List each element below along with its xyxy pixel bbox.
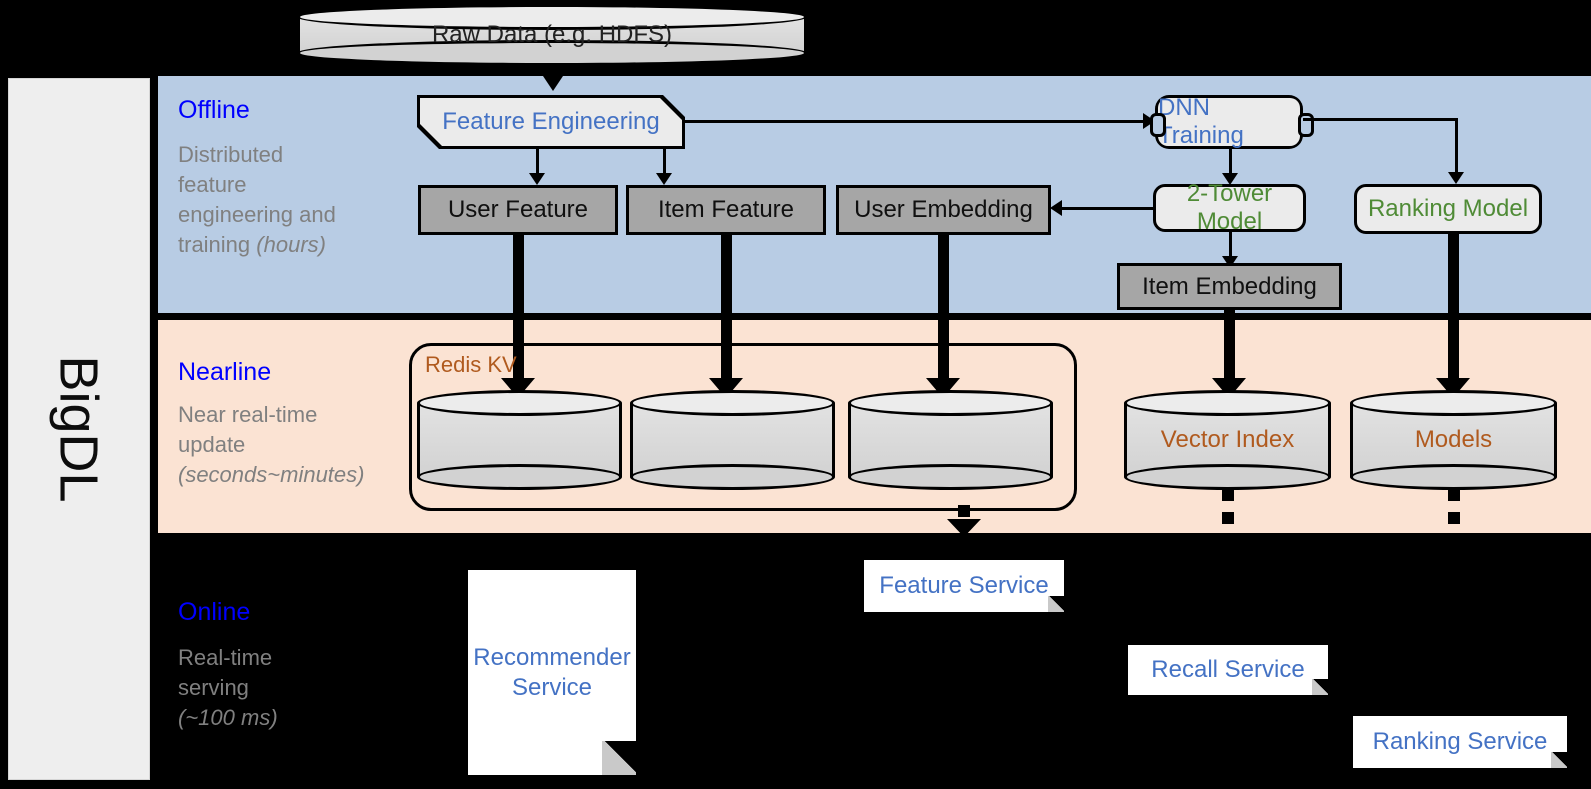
band-desc-nearline: Near real-time update (seconds~minutes) — [178, 400, 408, 490]
arrowhead-fe-itemfeature — [656, 173, 672, 185]
item-embedding-label: Item Embedding — [1142, 272, 1317, 300]
bigdl-label-text: BigDL — [49, 355, 110, 503]
page-fold-icon — [602, 741, 636, 775]
cylinder-bottom — [1350, 464, 1557, 490]
user-embedding-label: User Embedding — [854, 196, 1033, 223]
band-desc-online: Real-time serving (~100 ms) — [178, 643, 408, 733]
dash-models-2 — [1448, 512, 1460, 524]
page-fold-icon — [1551, 752, 1567, 768]
item-feature-label: Item Feature — [657, 196, 795, 223]
recall-service-label: Recall Service — [1151, 656, 1305, 683]
vector-index-label: Vector Index — [1160, 426, 1295, 453]
node-recommender-service[interactable]: Recommender Service — [468, 570, 636, 775]
group-redis-kv — [409, 343, 1077, 511]
cylinder-top — [297, 4, 807, 30]
page-fold-icon — [1048, 596, 1064, 612]
pipe-userfeature-store — [513, 235, 524, 387]
cylinder-vector-index[interactable]: Vector Index — [1124, 390, 1331, 490]
band-desc-offline: Distributed feature engineering and trai… — [178, 140, 408, 260]
cylinder-top — [630, 390, 835, 416]
dnn-notch-left — [1150, 113, 1166, 137]
online-desc-l1: Real-time — [178, 645, 273, 670]
ranking-service-label: Ranking Service — [1372, 728, 1548, 755]
node-user-feature[interactable]: User Feature — [418, 185, 618, 235]
pipe-itemfeature-store — [721, 235, 732, 387]
arrowhead-redis-featureservice — [947, 519, 981, 537]
dash-vectorindex-1 — [1222, 489, 1234, 501]
connector-dnn-ranking-h — [1303, 118, 1458, 121]
node-ranking-model[interactable]: Ranking Model — [1354, 184, 1542, 234]
offline-desc-l4: training — [178, 232, 257, 257]
page-fold-icon — [1312, 679, 1328, 695]
offline-desc-italic: (hours) — [256, 232, 326, 257]
cylinder-item-feature-store[interactable] — [630, 390, 835, 490]
bigdl-sidebar: BigDL — [8, 78, 150, 780]
pipe-itemembedding-vectorindex — [1224, 310, 1235, 387]
cylinder-top — [1350, 390, 1557, 416]
cylinder-bottom — [417, 464, 622, 490]
connector-rawdata-fe — [551, 66, 555, 80]
cylinder-user-embedding-store[interactable] — [848, 390, 1053, 490]
dash-vectorindex-2 — [1222, 512, 1234, 524]
dnn-notch-right — [1298, 113, 1314, 137]
cylinder-bottom — [1124, 464, 1331, 490]
feature-engineering-label: Feature Engineering — [442, 108, 660, 135]
node-dnn-training[interactable]: DNN Training — [1158, 94, 1300, 149]
band-title-online: Online — [178, 598, 251, 626]
node-user-embedding[interactable]: User Embedding — [836, 185, 1051, 235]
models-label: Models — [1414, 426, 1493, 453]
node-item-feature[interactable]: Item Feature — [626, 185, 826, 235]
nearline-desc-l2: update — [178, 432, 246, 457]
node-item-embedding[interactable]: Item Embedding — [1117, 263, 1342, 310]
cylinder-bottom — [297, 40, 807, 66]
node-ranking-service[interactable]: Ranking Service — [1353, 716, 1567, 768]
band-title-nearline: Nearline — [178, 358, 272, 386]
arrowhead-fe-userfeature — [529, 173, 545, 185]
band-title-offline: Offline — [178, 96, 250, 124]
cylinder-models[interactable]: Models — [1350, 390, 1557, 490]
cylinder-top — [848, 390, 1053, 416]
dnn-training-label: DNN Training — [1158, 94, 1244, 149]
cylinder-bottom — [848, 464, 1053, 490]
ranking-model-label: Ranking Model — [1367, 195, 1529, 222]
dash-models-1 — [1448, 489, 1460, 501]
offline-desc-l3: engineering and — [178, 202, 336, 227]
node-feature-engineering[interactable]: Feature Engineering — [420, 98, 682, 146]
arrowhead-twotower-userembedding — [1050, 200, 1062, 216]
dash-redis-feature-1 — [958, 505, 970, 517]
recommender-service-label: Recommender Service — [473, 643, 631, 701]
bigdl-label: BigDL — [9, 79, 149, 779]
node-feature-service[interactable]: Feature Service — [864, 560, 1064, 612]
arrowhead-dnn-twotower — [1222, 173, 1238, 185]
user-feature-label: User Feature — [447, 196, 589, 223]
cylinder-user-feature-store[interactable] — [417, 390, 622, 490]
offline-desc-l2: feature — [178, 172, 247, 197]
cylinder-bottom — [630, 464, 835, 490]
online-desc-l2: serving — [178, 675, 249, 700]
node-two-tower-model[interactable]: 2-Tower Model — [1153, 180, 1306, 235]
pipe-rankingmodel-models — [1448, 234, 1459, 387]
arrowhead-rawdata-fe — [543, 76, 563, 91]
connector-dnn-ranking-v — [1455, 118, 1458, 176]
cylinder-top — [1124, 390, 1331, 416]
offline-desc-l1: Distributed — [178, 142, 284, 167]
arrowhead-dnn-ranking — [1448, 172, 1464, 184]
node-recall-service[interactable]: Recall Service — [1128, 645, 1328, 695]
redis-kv-label: Redis KV — [425, 352, 517, 377]
two-tower-model-label: 2-Tower Model — [1186, 180, 1273, 235]
connector-fe-userfeature — [536, 149, 539, 177]
nearline-desc-l1: Near real-time — [178, 402, 318, 427]
connector-fe-dnn — [685, 120, 1145, 123]
pipe-userembedding-store — [938, 235, 949, 387]
cylinder-top — [417, 390, 622, 416]
online-desc-italic: (~100 ms) — [178, 705, 278, 730]
connector-twotower-userembedding — [1060, 207, 1155, 210]
connector-twotower-itemembedding — [1229, 232, 1232, 260]
feature-service-label: Feature Service — [879, 572, 1049, 599]
nearline-desc-italic: (seconds~minutes) — [178, 462, 365, 487]
connector-fe-itemfeature — [663, 149, 666, 177]
connector-dnn-twotower — [1229, 149, 1232, 177]
raw-data-label: Raw Data (e.g. HDFS) — [431, 21, 673, 48]
raw-data-cylinder: Raw Data (e.g. HDFS) — [297, 4, 807, 66]
